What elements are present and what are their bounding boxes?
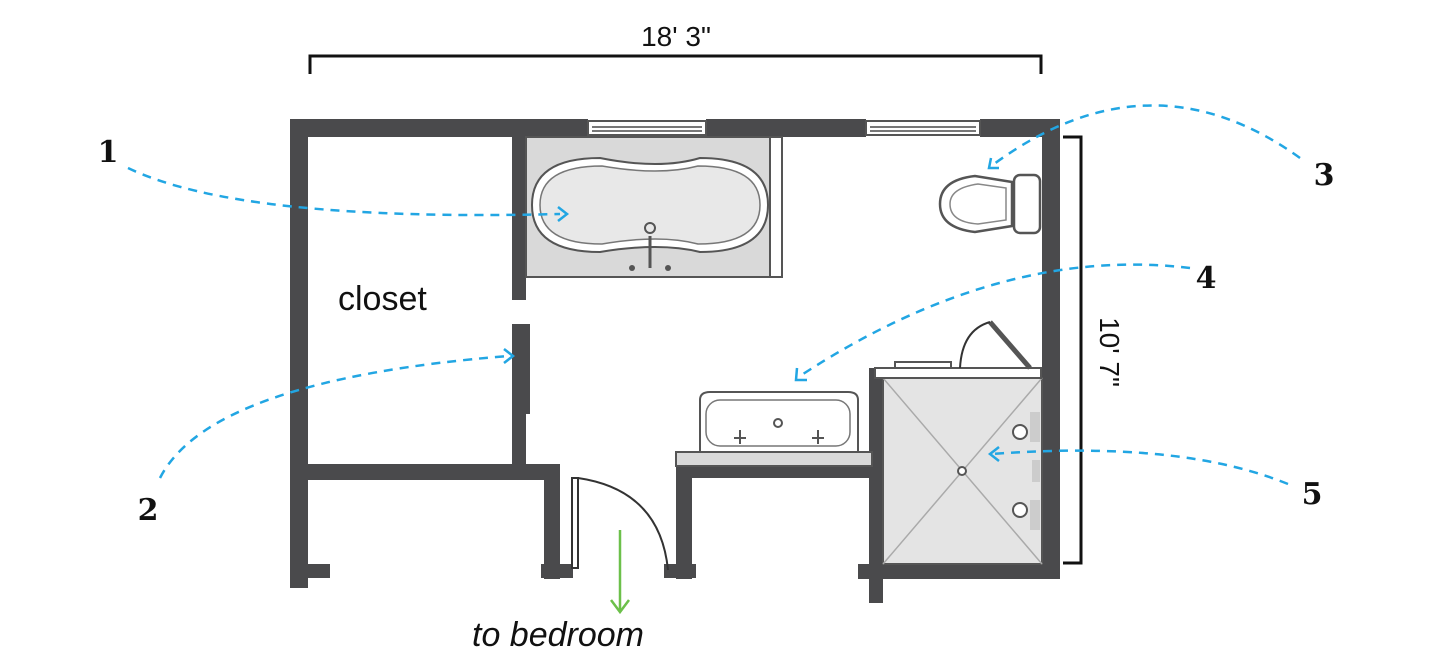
toilet (938, 173, 1042, 235)
callout-number-4: 4 (1196, 261, 1217, 296)
callout-lines (127, 104, 1301, 486)
exit-label: to bedroom (472, 616, 644, 654)
window (587, 120, 707, 136)
height-dimension-label: 10' 7" (1094, 317, 1125, 387)
width-dimension-label: 18' 3" (641, 21, 711, 52)
callout-number-5: 5 (1302, 477, 1323, 512)
callout-number-2: 2 (138, 493, 159, 528)
width-dimension: 18' 3" (308, 21, 1043, 74)
entry-door (571, 477, 669, 571)
closet-label: closet (338, 280, 427, 318)
exit-arrow (610, 530, 630, 615)
vanity (675, 391, 873, 467)
shower (874, 320, 1043, 565)
callout-number-1: 1 (98, 135, 119, 170)
walls (290, 119, 1060, 603)
height-dimension: 10' 7" (1063, 135, 1125, 565)
bathtub (525, 136, 783, 278)
window (865, 120, 981, 136)
callout-number-3: 3 (1314, 158, 1335, 193)
